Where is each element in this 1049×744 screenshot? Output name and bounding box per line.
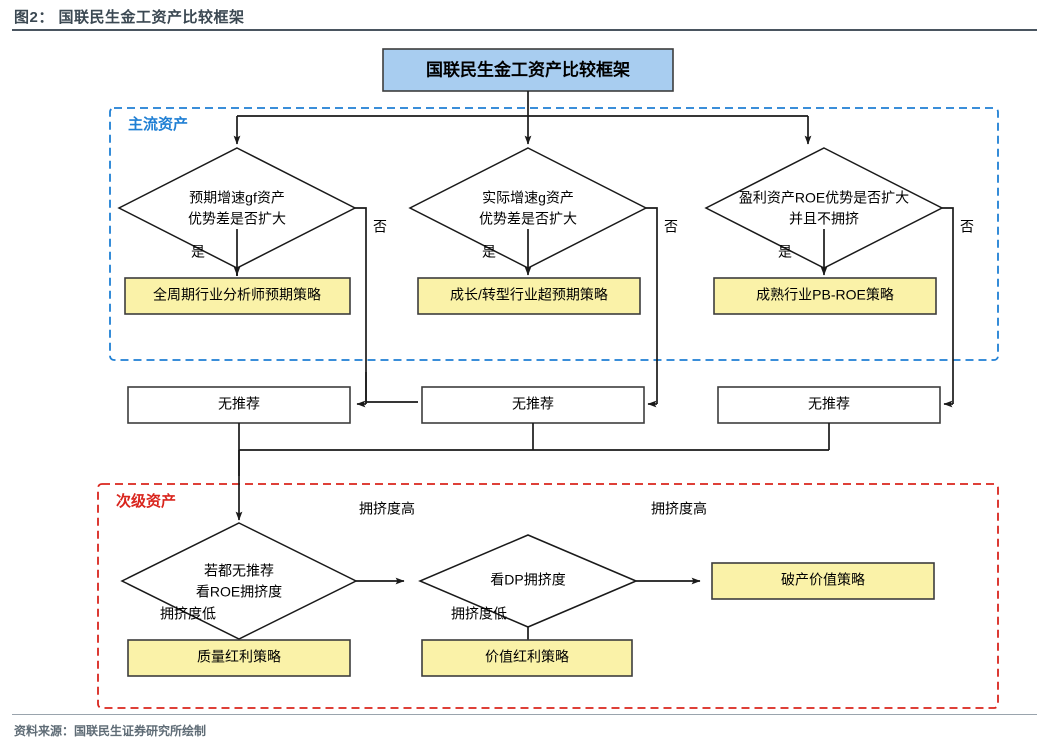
decision-node-5-line1: 看DP拥挤度	[490, 572, 565, 588]
root-node-box[interactable]	[382, 48, 674, 92]
strategy-node-3-label: 成熟行业PB-ROE策略	[756, 287, 894, 303]
page-title: 图2： 国联民生金工资产比较框架	[14, 9, 245, 26]
decision-node-1-line2: 优势差是否扩大	[188, 211, 286, 227]
strategy-node-2[interactable]	[417, 277, 641, 315]
edge-label-d4-high: 拥挤度高	[359, 501, 415, 517]
strategy-node-6[interactable]	[711, 562, 935, 600]
edge-label-d5-low: 拥挤度低	[451, 606, 507, 622]
strategy-node-4-label: 质量红利策略	[197, 649, 281, 665]
fallback-node-2[interactable]	[421, 386, 645, 424]
edge-label-d5-high: 拥挤度高	[651, 501, 707, 517]
group-secondary-assets-border	[97, 483, 999, 709]
edge-label-d3-no: 否	[960, 219, 974, 235]
fallback-node-3[interactable]	[717, 386, 941, 424]
strategy-node-6-label: 破产价值策略	[781, 572, 865, 588]
edge-label-d3-yes: 是	[778, 244, 792, 260]
group-secondary-assets-label: 次级资产	[116, 492, 176, 510]
footer-divider	[12, 714, 1037, 715]
fallback-node-1-label: 无推荐	[218, 396, 260, 412]
edge-label-d1-no: 否	[373, 219, 387, 235]
edge-label-d2-yes: 是	[482, 244, 496, 260]
decision-node-4[interactable]	[120, 522, 358, 640]
figure-header: 图2： 国联民生金工资产比较框架	[0, 0, 1049, 32]
edge-label-d1-yes: 是	[191, 244, 205, 260]
header-divider	[12, 29, 1037, 31]
strategy-node-5[interactable]	[421, 639, 633, 677]
edge-d1-no-2	[365, 372, 418, 403]
fallback-node-3-label: 无推荐	[808, 396, 850, 412]
strategy-node-4[interactable]	[127, 639, 351, 677]
decision-node-2-line1: 实际增速g资产	[482, 190, 574, 206]
edge-d3-no	[942, 207, 954, 372]
edge-label-d4-low: 拥挤度低	[160, 606, 216, 622]
fallback-node-2-label: 无推荐	[512, 396, 554, 412]
strategy-node-3[interactable]	[713, 277, 937, 315]
strategy-node-5-label: 价值红利策略	[485, 649, 569, 665]
flowchart-canvas: 主流资产 次级资产 国联民生金工资产比较框架 预期增速gf资产 优势差是否扩大 …	[97, 48, 999, 709]
figure-source: 资料来源：国联民生证券研究所绘制	[14, 724, 207, 738]
decision-node-4-line2: 看ROE拥挤度	[196, 584, 282, 600]
decision-node-3-line2: 并且不拥挤	[789, 211, 859, 227]
edge-d1-no	[355, 207, 367, 372]
strategy-node-2-label: 成长/转型行业超预期策略	[450, 287, 608, 303]
root-node-label: 国联民生金工资产比较框架	[426, 59, 630, 79]
decision-node-1-line1: 预期增速gf资产	[189, 190, 285, 206]
decision-node-2-line2: 优势差是否扩大	[479, 211, 577, 227]
edge-label-d2-no: 否	[664, 219, 678, 235]
strategy-node-1-label: 全周期行业分析师预期策略	[153, 287, 321, 303]
strategy-node-1[interactable]	[124, 277, 351, 315]
group-primary-assets-border	[109, 107, 999, 361]
decision-node-3-line1: 盈利资产ROE优势是否扩大	[739, 190, 909, 206]
edge-d2-no	[646, 207, 658, 372]
decision-node-4-line1: 若都无推荐	[204, 563, 274, 579]
group-primary-assets-label: 主流资产	[128, 115, 188, 133]
